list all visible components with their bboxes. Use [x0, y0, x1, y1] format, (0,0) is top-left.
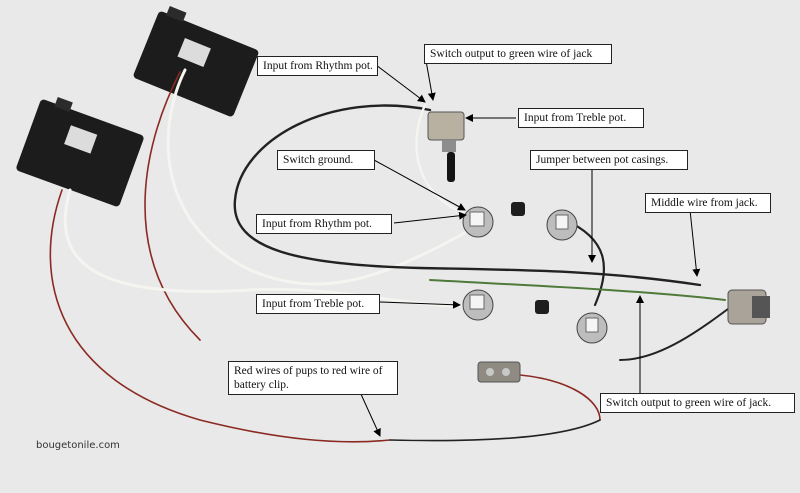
pot-treble-tone: [576, 312, 608, 344]
callout-middle-wire-from-jack: Middle wire from jack.: [645, 193, 771, 213]
wire-black-loop: [233, 104, 702, 287]
toggle-switch: [427, 111, 465, 182]
callout-input-treble-mid: Input from Treble pot.: [256, 294, 380, 314]
arrow-red-wires: [359, 391, 381, 437]
arrow-middle-wire: [689, 209, 701, 277]
arrow-rhythm-top: [375, 64, 426, 103]
output-jack: [727, 289, 770, 325]
wire-battery-red: [519, 374, 601, 421]
wire-bridge-red: [49, 189, 391, 443]
callout-jumper-between-pots: Jumper between pot casings.: [530, 150, 688, 170]
wire-green: [429, 279, 726, 301]
callout-switch-output-bottom: Switch output to green wire of jack.: [600, 393, 795, 413]
arrow-switch-ground: [373, 159, 466, 211]
capacitor-treble: [535, 300, 549, 314]
battery-clip: [477, 361, 521, 383]
callout-input-rhythm-top: Input from Rhythm pot.: [257, 56, 378, 76]
wire-bridge-white: [63, 188, 472, 308]
callout-input-rhythm-mid: Input from Rhythm pot.: [256, 214, 392, 234]
wire-battery-black: [389, 419, 601, 442]
wire-jack-black: [619, 299, 741, 361]
arrow-treble-mid: [379, 300, 461, 309]
arrow-rhythm-mid: [393, 211, 467, 224]
wire-jumper: [563, 218, 606, 307]
pickup-bridge: [16, 97, 144, 207]
callout-switch-ground: Switch ground.: [277, 150, 375, 170]
wire-neck-white: [166, 68, 472, 286]
wire-switch-white: [415, 103, 472, 217]
pot-rhythm-tone: [546, 209, 578, 241]
pickup-neck: [133, 5, 259, 117]
wire-neck-red-upper: [144, 71, 201, 341]
callout-switch-output-top: Switch output to green wire of jack: [424, 44, 612, 64]
capacitor-rhythm: [511, 202, 525, 216]
pot-rhythm-volume: [462, 206, 494, 238]
callout-red-wires-battery: Red wires of pups to red wire of battery…: [228, 361, 398, 395]
pot-treble-volume: [462, 289, 494, 321]
wires: [49, 68, 741, 443]
watermark-text: bougetonile.com: [36, 440, 120, 451]
callout-input-treble-top: Input from Treble pot.: [518, 108, 644, 128]
callout-arrows: [359, 54, 701, 437]
